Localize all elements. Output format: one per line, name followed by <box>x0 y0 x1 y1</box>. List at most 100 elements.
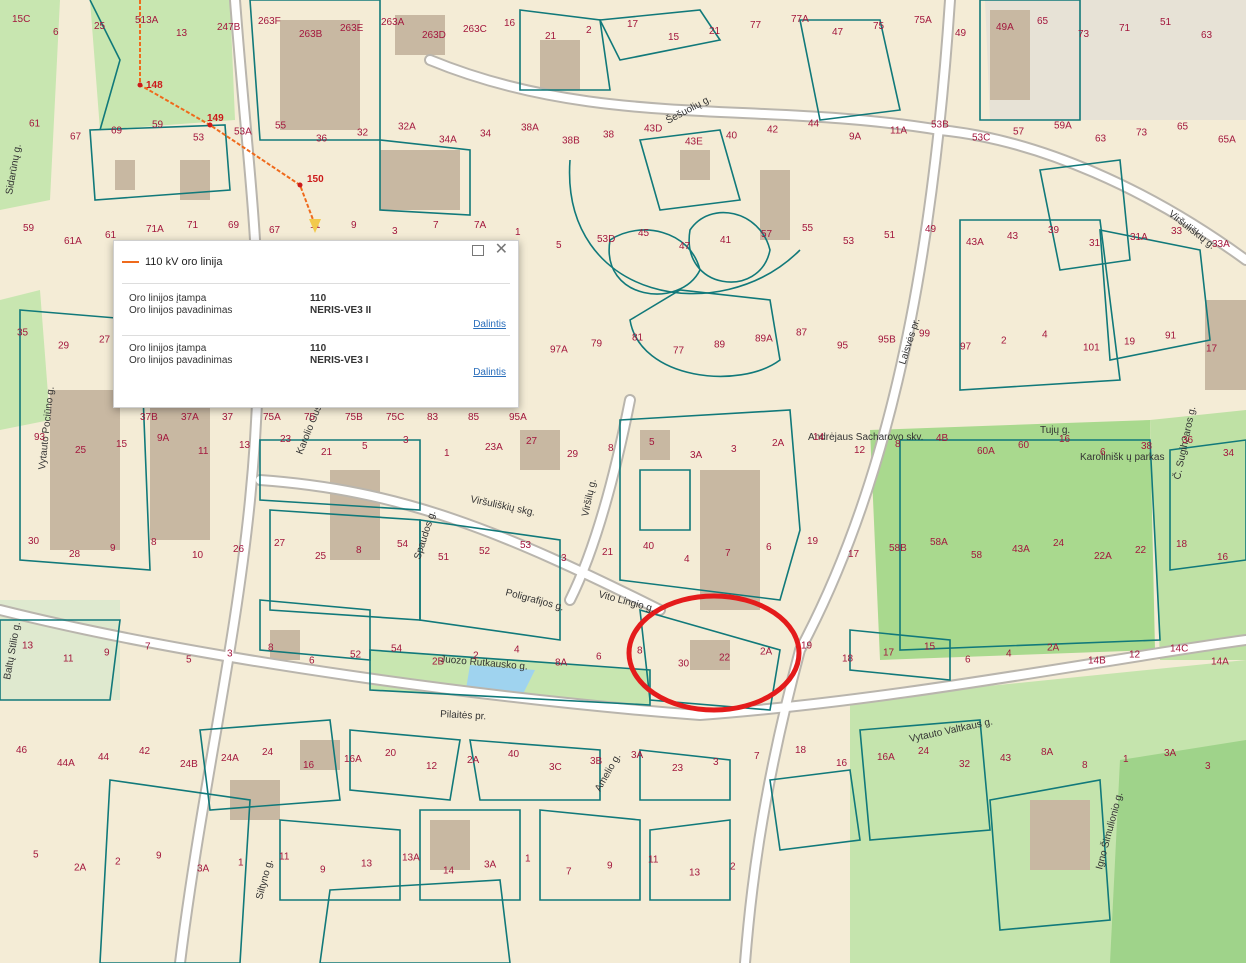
house-number: 5 <box>362 441 368 452</box>
house-number: 3B <box>590 756 603 767</box>
share-link[interactable]: Dalintis <box>473 319 506 330</box>
field-label: Oro linijos pavadinimas <box>129 305 233 316</box>
house-number: 2A <box>467 755 480 766</box>
house-number: 3A <box>484 860 497 871</box>
house-number: 6 <box>965 655 971 666</box>
house-number: 5 <box>33 850 39 861</box>
house-number: 73 <box>1078 29 1090 40</box>
house-number: 8 <box>1082 760 1088 771</box>
share-link[interactable]: Dalintis <box>473 367 506 378</box>
info-popup: 110 kV oro linija ✕ Oro linijos įtampa 1… <box>113 240 519 408</box>
house-number: 23A <box>485 442 503 453</box>
close-icon[interactable]: ✕ <box>494 241 508 258</box>
house-number: 7 <box>754 751 760 762</box>
house-number: 6 <box>1100 447 1106 458</box>
house-number: 28 <box>69 549 81 560</box>
house-number: 16 <box>504 18 516 29</box>
house-number: 34A <box>439 134 457 145</box>
house-number: 18 <box>1176 539 1188 550</box>
house-number: 20 <box>385 748 397 759</box>
house-number: 8A <box>555 658 568 669</box>
house-number: 5 <box>556 240 562 251</box>
house-number: 52 <box>479 546 491 557</box>
house-number: 3 <box>713 757 719 768</box>
house-numbers: 15C625513A13247B263F263B263E263A263D263C… <box>12 14 1236 879</box>
square-icon[interactable] <box>472 245 484 256</box>
house-number: 16A <box>344 754 362 765</box>
house-number: 9 <box>156 851 162 862</box>
house-number: 23 <box>672 763 684 774</box>
house-number: 263D <box>422 30 446 41</box>
house-number: 6 <box>766 542 772 553</box>
field-label: Oro linijos įtampa <box>129 343 207 354</box>
house-number: 101 <box>1083 342 1100 353</box>
house-number: 5 <box>186 655 192 666</box>
house-number: 14 <box>443 866 455 877</box>
house-number: 21 <box>602 547 614 558</box>
house-number: 15 <box>116 439 128 450</box>
house-number: 77 <box>673 345 685 356</box>
house-number: 71 <box>187 220 199 231</box>
house-number: 58A <box>930 537 948 548</box>
house-number: 51 <box>1160 17 1172 28</box>
house-number: 34 <box>480 128 492 139</box>
house-number: 58B <box>889 543 907 554</box>
house-number: 63 <box>1095 133 1107 144</box>
house-number: 36 <box>1182 435 1194 446</box>
house-number: 9A <box>849 131 862 142</box>
house-number: 15C <box>12 14 30 25</box>
house-number: 21 <box>545 31 557 42</box>
house-number: 8 <box>637 646 643 657</box>
house-number: 7 <box>566 867 572 878</box>
house-number: 16 <box>836 758 848 769</box>
house-number: 44 <box>808 118 820 129</box>
house-number: 42 <box>139 746 151 757</box>
house-number: 4B <box>936 433 949 444</box>
house-number: 4 <box>1006 649 1012 660</box>
house-number: 22 <box>719 653 731 664</box>
selection-pin-icon <box>309 219 321 233</box>
house-number: 2 <box>1001 335 1007 346</box>
house-number: 12 <box>854 445 866 456</box>
house-number: 15 <box>924 642 936 653</box>
house-number: 79 <box>591 338 603 349</box>
house-number: 13 <box>22 641 34 652</box>
house-number: 75 <box>873 21 885 32</box>
house-number: 69 <box>111 125 123 136</box>
house-number: 11 <box>648 855 659 866</box>
house-number: 59 <box>23 223 35 234</box>
house-number: 51 <box>438 552 450 563</box>
house-number: 43D <box>644 123 662 134</box>
house-number: 25 <box>94 21 106 32</box>
house-number: 24B <box>180 759 198 770</box>
house-number: 59 <box>152 119 164 130</box>
popup-title: 110 kV oro linija <box>145 256 223 268</box>
house-number: 97 <box>960 341 972 352</box>
house-number: 9 <box>351 220 357 231</box>
house-number: 14C <box>1170 644 1188 655</box>
house-number: 63 <box>1201 30 1213 41</box>
house-number: 18 <box>795 745 807 756</box>
house-number: 2B <box>432 657 445 668</box>
house-number: 54 <box>391 644 403 655</box>
house-number: 83 <box>427 412 439 423</box>
house-number: 45 <box>638 228 650 239</box>
field-value: NERIS-VE3 II <box>310 305 372 316</box>
house-number: 8 <box>356 545 362 556</box>
house-number: 30 <box>678 659 690 670</box>
house-number: 13 <box>361 859 373 870</box>
house-number: 11 <box>279 852 290 863</box>
house-number: 2 <box>473 651 479 662</box>
house-number: 75A <box>914 15 932 26</box>
house-number: 40 <box>508 749 520 760</box>
house-number: 91 <box>1165 330 1177 341</box>
house-number: 21 <box>709 26 721 37</box>
house-number: 73 <box>1136 127 1148 138</box>
house-number: 3 <box>561 553 567 564</box>
house-number: 43A <box>966 237 984 248</box>
house-number: 61A <box>64 236 82 247</box>
house-number: 23 <box>280 434 292 445</box>
house-number: 10 <box>192 550 204 561</box>
house-number: 43 <box>1007 231 1019 242</box>
